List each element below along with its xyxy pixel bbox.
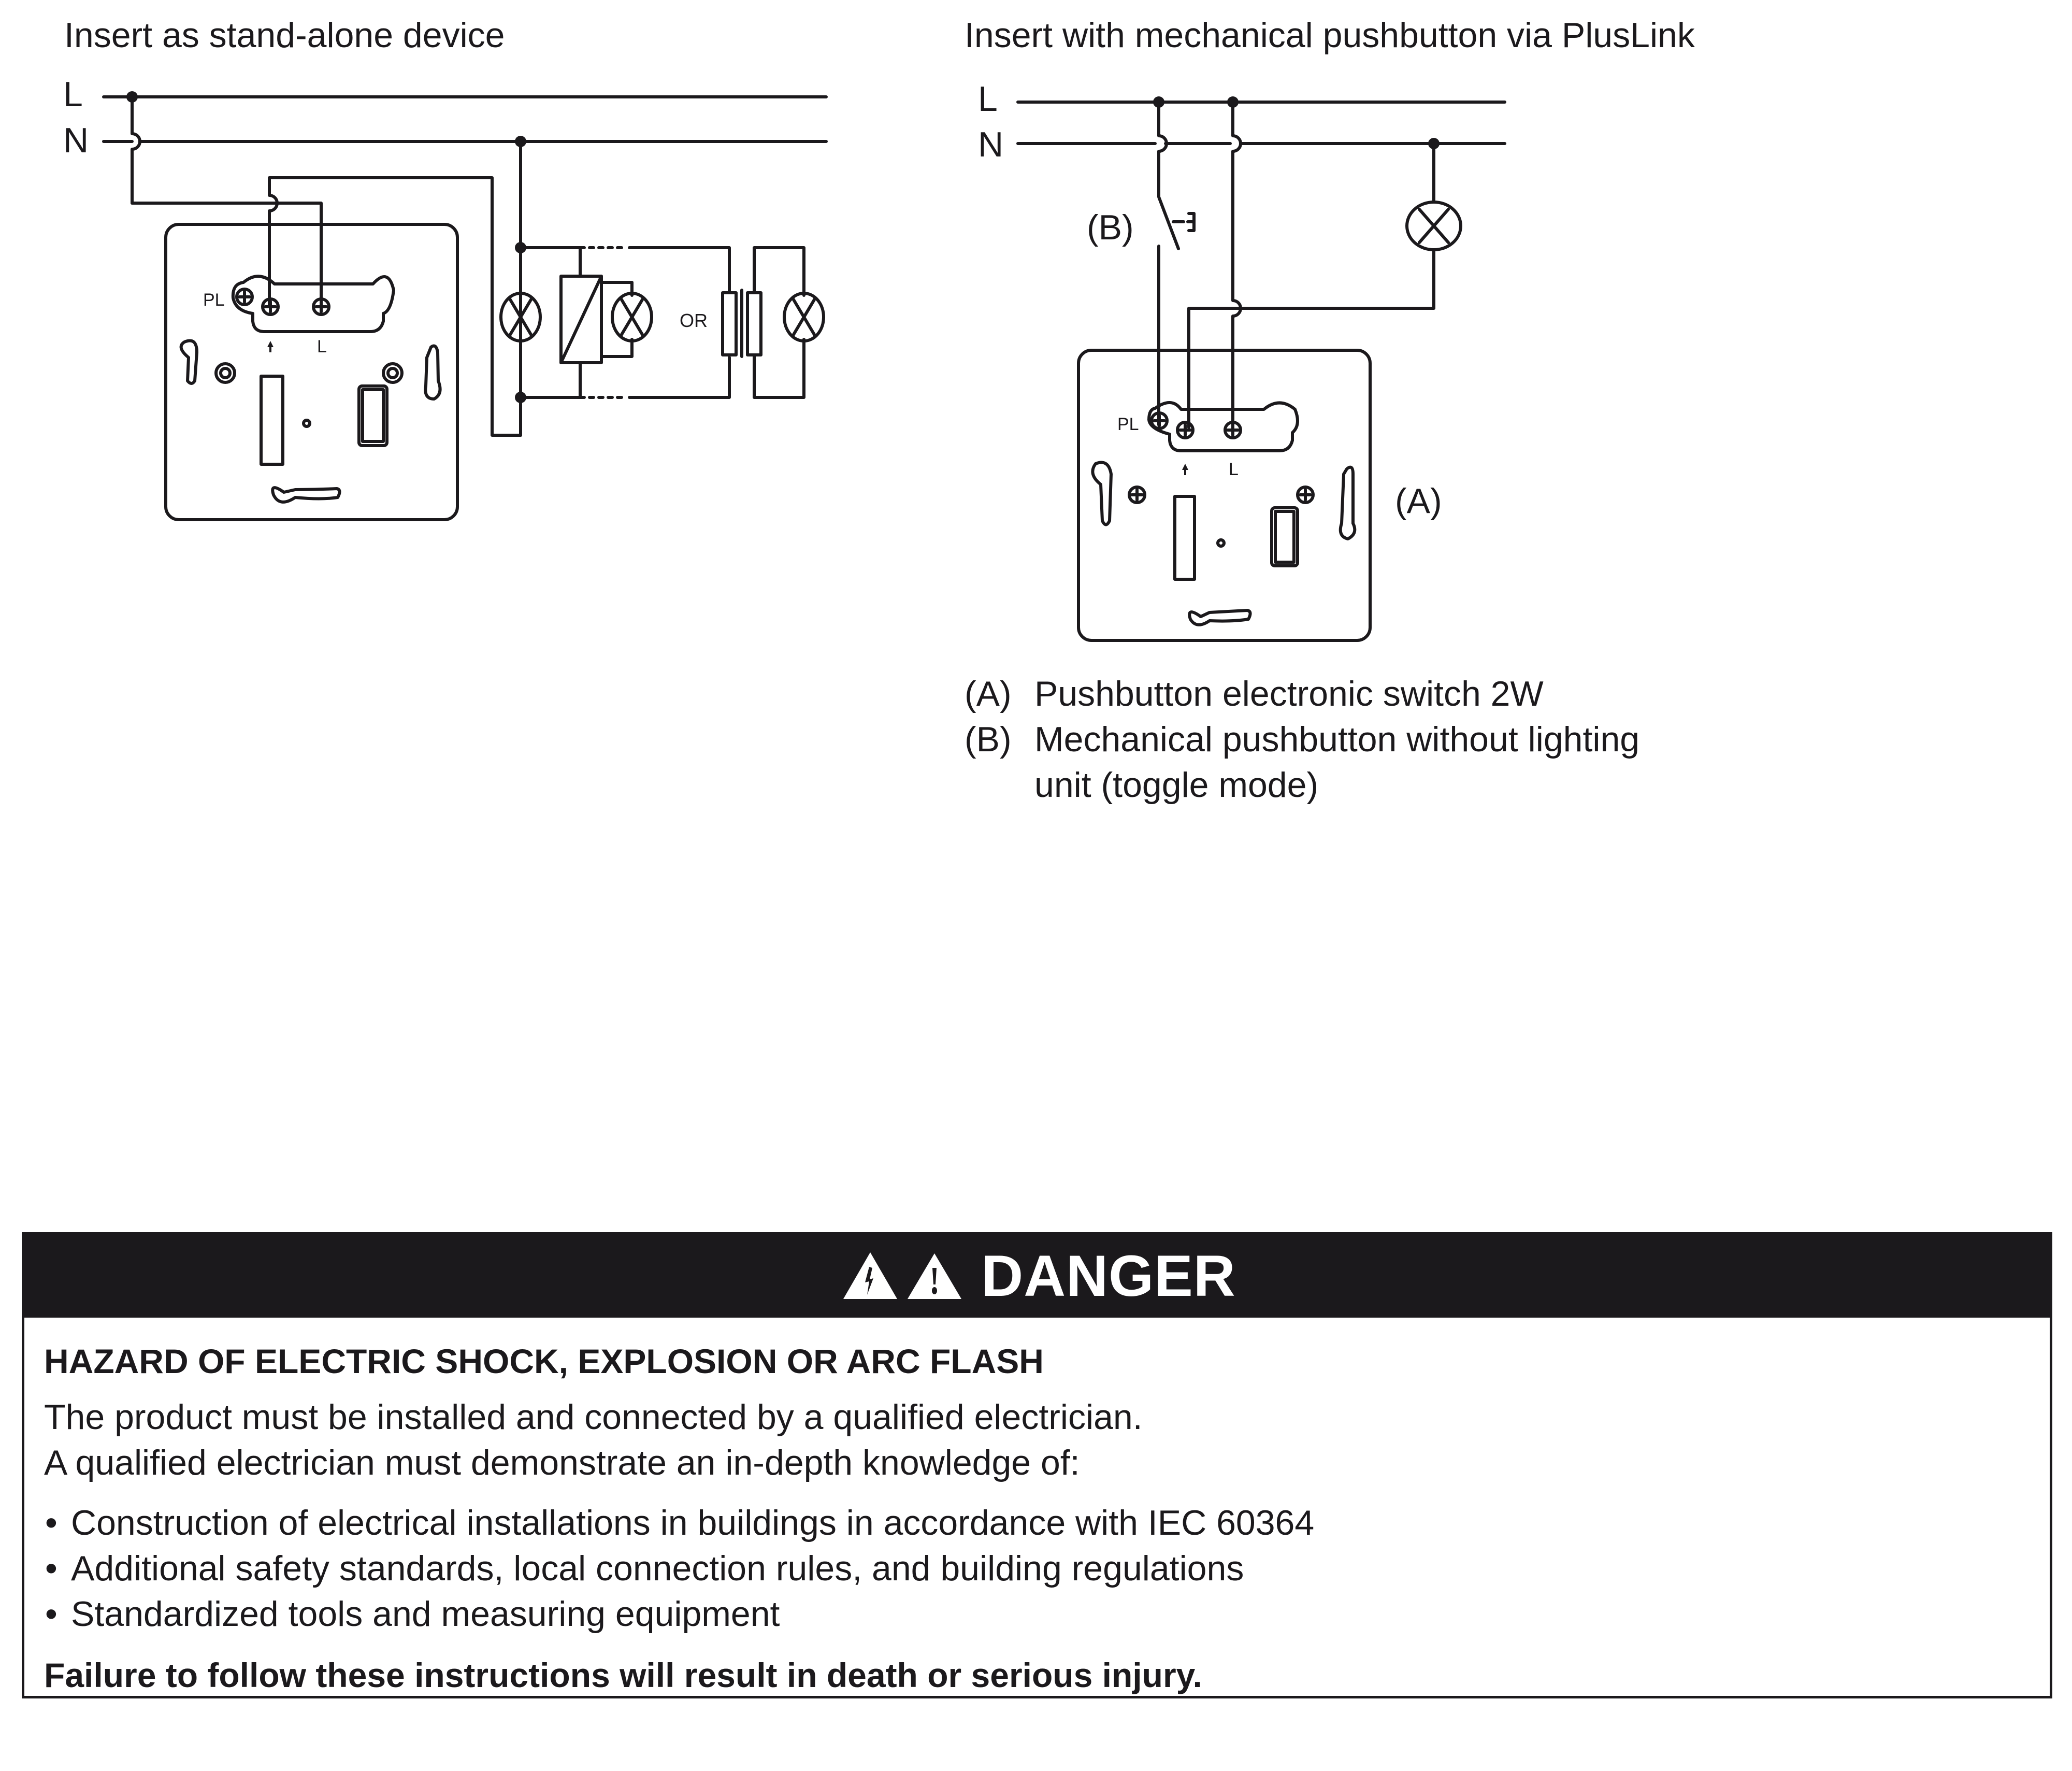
- intro-line-1: The product must be installed and connec…: [44, 1397, 1143, 1437]
- right-insert-plate: [1077, 349, 1372, 642]
- legend: (A) Pushbutton electronic switch 2W (B) …: [965, 671, 1639, 808]
- legend-key: (A): [965, 674, 1012, 713]
- left-bus-label-l: L: [63, 75, 83, 114]
- left-bus-lines: [102, 95, 828, 143]
- left-bus-label-n: N: [63, 121, 89, 160]
- right-terminal-pl-label: PL: [1117, 415, 1139, 434]
- right-terminal-l-label: L: [1229, 460, 1239, 479]
- electric-shock-warning-icon: [843, 1252, 898, 1299]
- danger-notice: DANGER HAZARD OF ELECTRIC SHOCK, EXPLOSI…: [22, 1232, 2052, 1698]
- hazard-title: HAZARD OF ELECTRIC SHOCK, EXPLOSION OR A…: [44, 1342, 1044, 1380]
- left-diagram-title: Insert as stand-alone device: [64, 16, 505, 55]
- legend-text: Mechanical pushbutton without lighting: [1034, 720, 1640, 759]
- junction-dots: [126, 91, 1440, 403]
- callout-b: (B): [1087, 208, 1134, 247]
- legend-key: (B): [965, 720, 1012, 759]
- legend-item-b-cont: unit (toggle mode): [965, 762, 1639, 808]
- terminal-arrows: [267, 341, 1188, 475]
- legend-item-a: (A) Pushbutton electronic switch 2W: [965, 671, 1639, 717]
- right-bus-lines: [1016, 101, 1506, 145]
- list-item: •Standardized tools and measuring equipm…: [45, 1594, 780, 1634]
- danger-header: DANGER: [24, 1235, 2050, 1318]
- consequence-statement: Failure to follow these instructions wil…: [44, 1656, 1202, 1694]
- list-item: •Construction of electrical installation…: [45, 1503, 1315, 1543]
- danger-body: HAZARD OF ELECTRIC SHOCK, EXPLOSION OR A…: [24, 1318, 2050, 1698]
- right-diagram-title: Insert with mechanical pushbutton via Pl…: [965, 16, 1695, 55]
- right-bus-label-l: L: [978, 79, 998, 119]
- left-insert-plate: [164, 223, 459, 521]
- or-label: OR: [680, 310, 708, 331]
- general-warning-icon: [908, 1253, 962, 1299]
- right-bus-label-n: N: [978, 125, 1004, 164]
- legend-text: unit (toggle mode): [1034, 765, 1319, 805]
- wiring-diagrams: [102, 91, 1506, 642]
- left-terminal-l-label: L: [317, 337, 327, 356]
- left-terminal-pl-label: PL: [203, 290, 225, 310]
- danger-title: DANGER: [981, 1244, 1236, 1308]
- list-item: •Additional safety standards, local conn…: [45, 1549, 1244, 1588]
- intro-line-2: A qualified electrician must demonstrate…: [44, 1443, 1080, 1482]
- requirements-list: •Construction of electrical installation…: [44, 1500, 2030, 1637]
- legend-text: Pushbutton electronic switch 2W: [1034, 674, 1544, 713]
- legend-item-b: (B) Mechanical pushbutton without lighti…: [965, 717, 1639, 762]
- callout-a: (A): [1395, 481, 1442, 521]
